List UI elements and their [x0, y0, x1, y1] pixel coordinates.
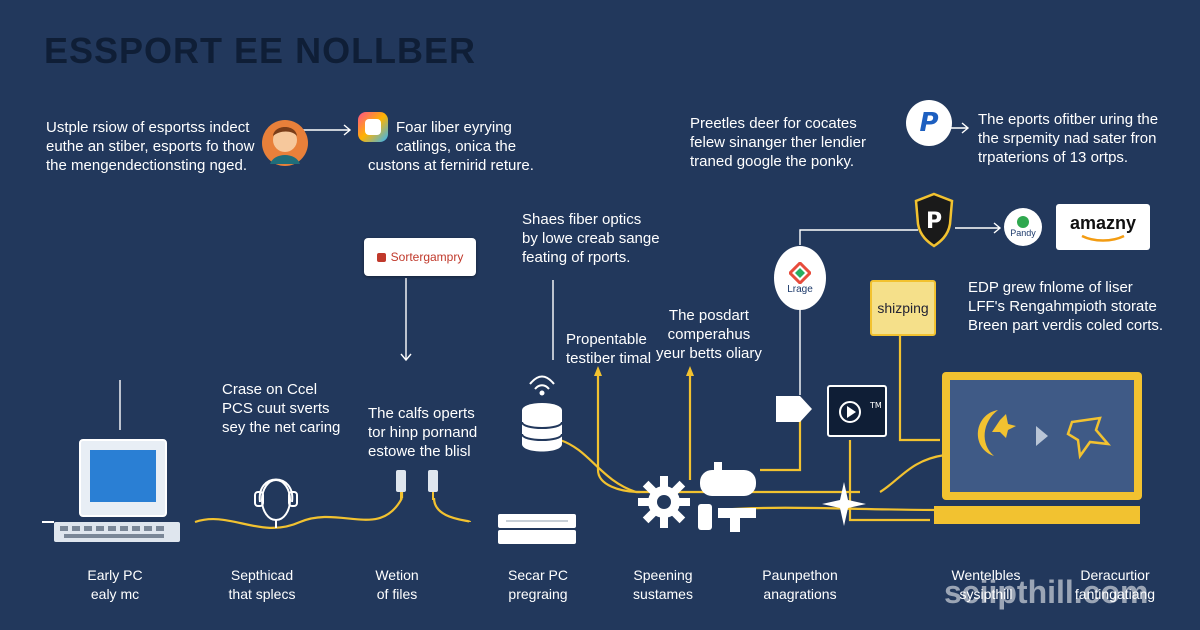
crase-line-3: sey the net caring [222, 419, 341, 436]
shipping-label: shizping [877, 300, 929, 316]
caption-wentelbles: Wentelbles sysipthill [936, 566, 1036, 604]
page-title: ESSPORT EE NOLLBER [44, 30, 477, 71]
shares-text: Shaes fiber optics by lowe creab sange f… [522, 210, 660, 267]
calfs-line-2: tor hinp pornand [368, 424, 478, 441]
caption-early-pc: Early PC ealy mc [70, 566, 160, 604]
caption-secar-pc-line-2: pregraing [508, 586, 568, 602]
posdart-line-3: yeur betts oliary [656, 345, 762, 362]
caption-speening-line-1: Speening [633, 567, 693, 583]
posdart-line-1: The posdart [668, 307, 749, 324]
caption-secar-pc: Secar PC pregraing [490, 566, 586, 604]
arrow-tag-icon [774, 394, 814, 424]
reports-line-2: the srpemity nad sater fron [978, 130, 1157, 147]
calfs-line-3: estowe the blisl [368, 443, 471, 460]
caption-wentelbles-line-1: Wentelbles [951, 567, 1021, 583]
headset-icon [246, 462, 306, 532]
preetles-line-3: traned google the ponky. [690, 153, 855, 170]
video-screen-icon: TM [826, 384, 888, 438]
reports-text: The eports ofitber uring the the srpemit… [978, 110, 1158, 167]
preetles-text: Preetles deer for cocates felew sinanger… [690, 114, 866, 171]
caption-septhicad-line-1: Septhicad [230, 567, 294, 583]
propentable-line-1: Propentable [566, 331, 647, 348]
sorter-logo-icon [376, 252, 386, 262]
intro-line-3: the mengendectionsting nged. [46, 157, 247, 174]
watermark: sciipthill.com [944, 574, 1149, 610]
caption-speening: Speening sustames [616, 566, 710, 604]
sorter-badge: Sortergampry [364, 238, 476, 276]
edp-text: EDP grew fnlome of liser LFF's Rengahmpi… [968, 278, 1163, 335]
posdart-text: The posdart comperahus yeur betts oliary [656, 306, 762, 363]
avatar-icon [262, 116, 308, 170]
pandy-badge: Pandy [1004, 208, 1042, 246]
paypal-icon: P [906, 100, 952, 146]
edp-line-1: EDP grew fnlome of liser [968, 279, 1133, 296]
crase-line-2: PCS cuut sverts [222, 400, 330, 417]
amazon-badge: amazny [1056, 204, 1150, 250]
shares-line-1: Shaes fiber optics [522, 211, 642, 228]
shares-line-3: feating of rports. [522, 249, 631, 266]
amazon-label: amazny [1069, 212, 1137, 233]
fiber-line-1: Foar liber eyrying [396, 119, 512, 136]
machine-icon [694, 460, 764, 536]
database-icon [516, 362, 568, 458]
caption-wetion-line-1: Wetion [375, 567, 419, 583]
fiber-line-3: custons at fernirid reture. [368, 157, 534, 174]
cable-plugs-icon [390, 468, 450, 502]
svg-text:TM: TM [869, 401, 882, 410]
preetles-line-1: Preetles deer for cocates [690, 115, 857, 132]
lrage-logo-icon [789, 261, 811, 284]
caption-wentelbles-line-2: sysipthill [959, 586, 1013, 602]
caption-deracurtior-line-1: Deracurtior [1080, 567, 1150, 583]
crase-text: Crase on Ccel PCS cuut sverts sey the ne… [222, 380, 340, 437]
caption-septhicad-line-2: that splecs [228, 586, 296, 602]
fiber-line-2: catlings, onica the [396, 138, 517, 155]
crase-line-1: Crase on Ccel [222, 381, 318, 398]
caption-paunpethon-line-2: anagrations [763, 586, 837, 602]
caption-early-pc-line-1: Early PC [87, 567, 143, 583]
intro-line-1: Ustple rsiow of esportss indect [46, 119, 250, 136]
shipping-badge: shizping [870, 280, 936, 336]
edp-line-3: Breen part verdis coled corts. [968, 317, 1164, 334]
propentable-line-2: testiber timal [566, 350, 652, 367]
caption-paunpethon-line-1: Paunpethon [762, 567, 838, 583]
caption-wetion-line-2: of files [376, 586, 418, 602]
gear-icon [636, 474, 692, 530]
caption-speening-line-2: sustames [633, 586, 693, 602]
calfs-line-1: The calfs operts [368, 405, 475, 422]
pandy-label: Pandy [1010, 228, 1036, 238]
caption-secar-pc-line-1: Secar PC [508, 567, 568, 583]
early-pc-icon [40, 438, 190, 550]
calfs-text: The calfs operts tor hinp pornand estowe… [368, 404, 477, 461]
shield-icon: P [914, 192, 954, 248]
lrage-label: Lrage [787, 283, 813, 295]
fiber-text: Foar liber eyrying catlings, onica the c… [368, 118, 534, 175]
caption-wetion: Wetion of files [352, 566, 442, 604]
caption-early-pc-line-2: ealy mc [90, 586, 140, 602]
sorter-label: Sortergampry [390, 250, 464, 264]
intro-text: Ustple rsiow of esportss indect euthe an… [46, 118, 254, 175]
reports-line-1: The eports ofitber uring the [978, 111, 1159, 128]
shares-line-2: by lowe creab sange [522, 230, 660, 247]
sparkle-icon [820, 480, 868, 528]
lrage-badge: Lrage [774, 246, 826, 310]
amazon-smile-icon [1081, 234, 1125, 242]
caption-septhicad: Septhicad that splecs [212, 566, 312, 604]
caption-paunpethon: Paunpethon anagrations [750, 566, 850, 604]
svg-text:P: P [926, 209, 942, 234]
posdart-line-2: comperahus [667, 326, 751, 343]
monitor-icon [930, 370, 1144, 528]
propentable-text: Propentable testiber timal [566, 330, 651, 368]
edp-line-2: LFF's Rengahmpioth storate [968, 298, 1157, 315]
reports-line-3: trpaterions of 13 ortps. [978, 149, 1129, 166]
caption-deracurtior-line-2: fantingatiang [1074, 586, 1156, 602]
intro-line-2: euthe an stiber, esports fo thow [46, 138, 255, 155]
console-icon [496, 512, 578, 546]
preetles-line-2: felew sinanger ther lendier [690, 134, 866, 151]
app-icon [358, 112, 388, 142]
caption-deracurtior: Deracurtior fantingatiang [1060, 566, 1170, 604]
